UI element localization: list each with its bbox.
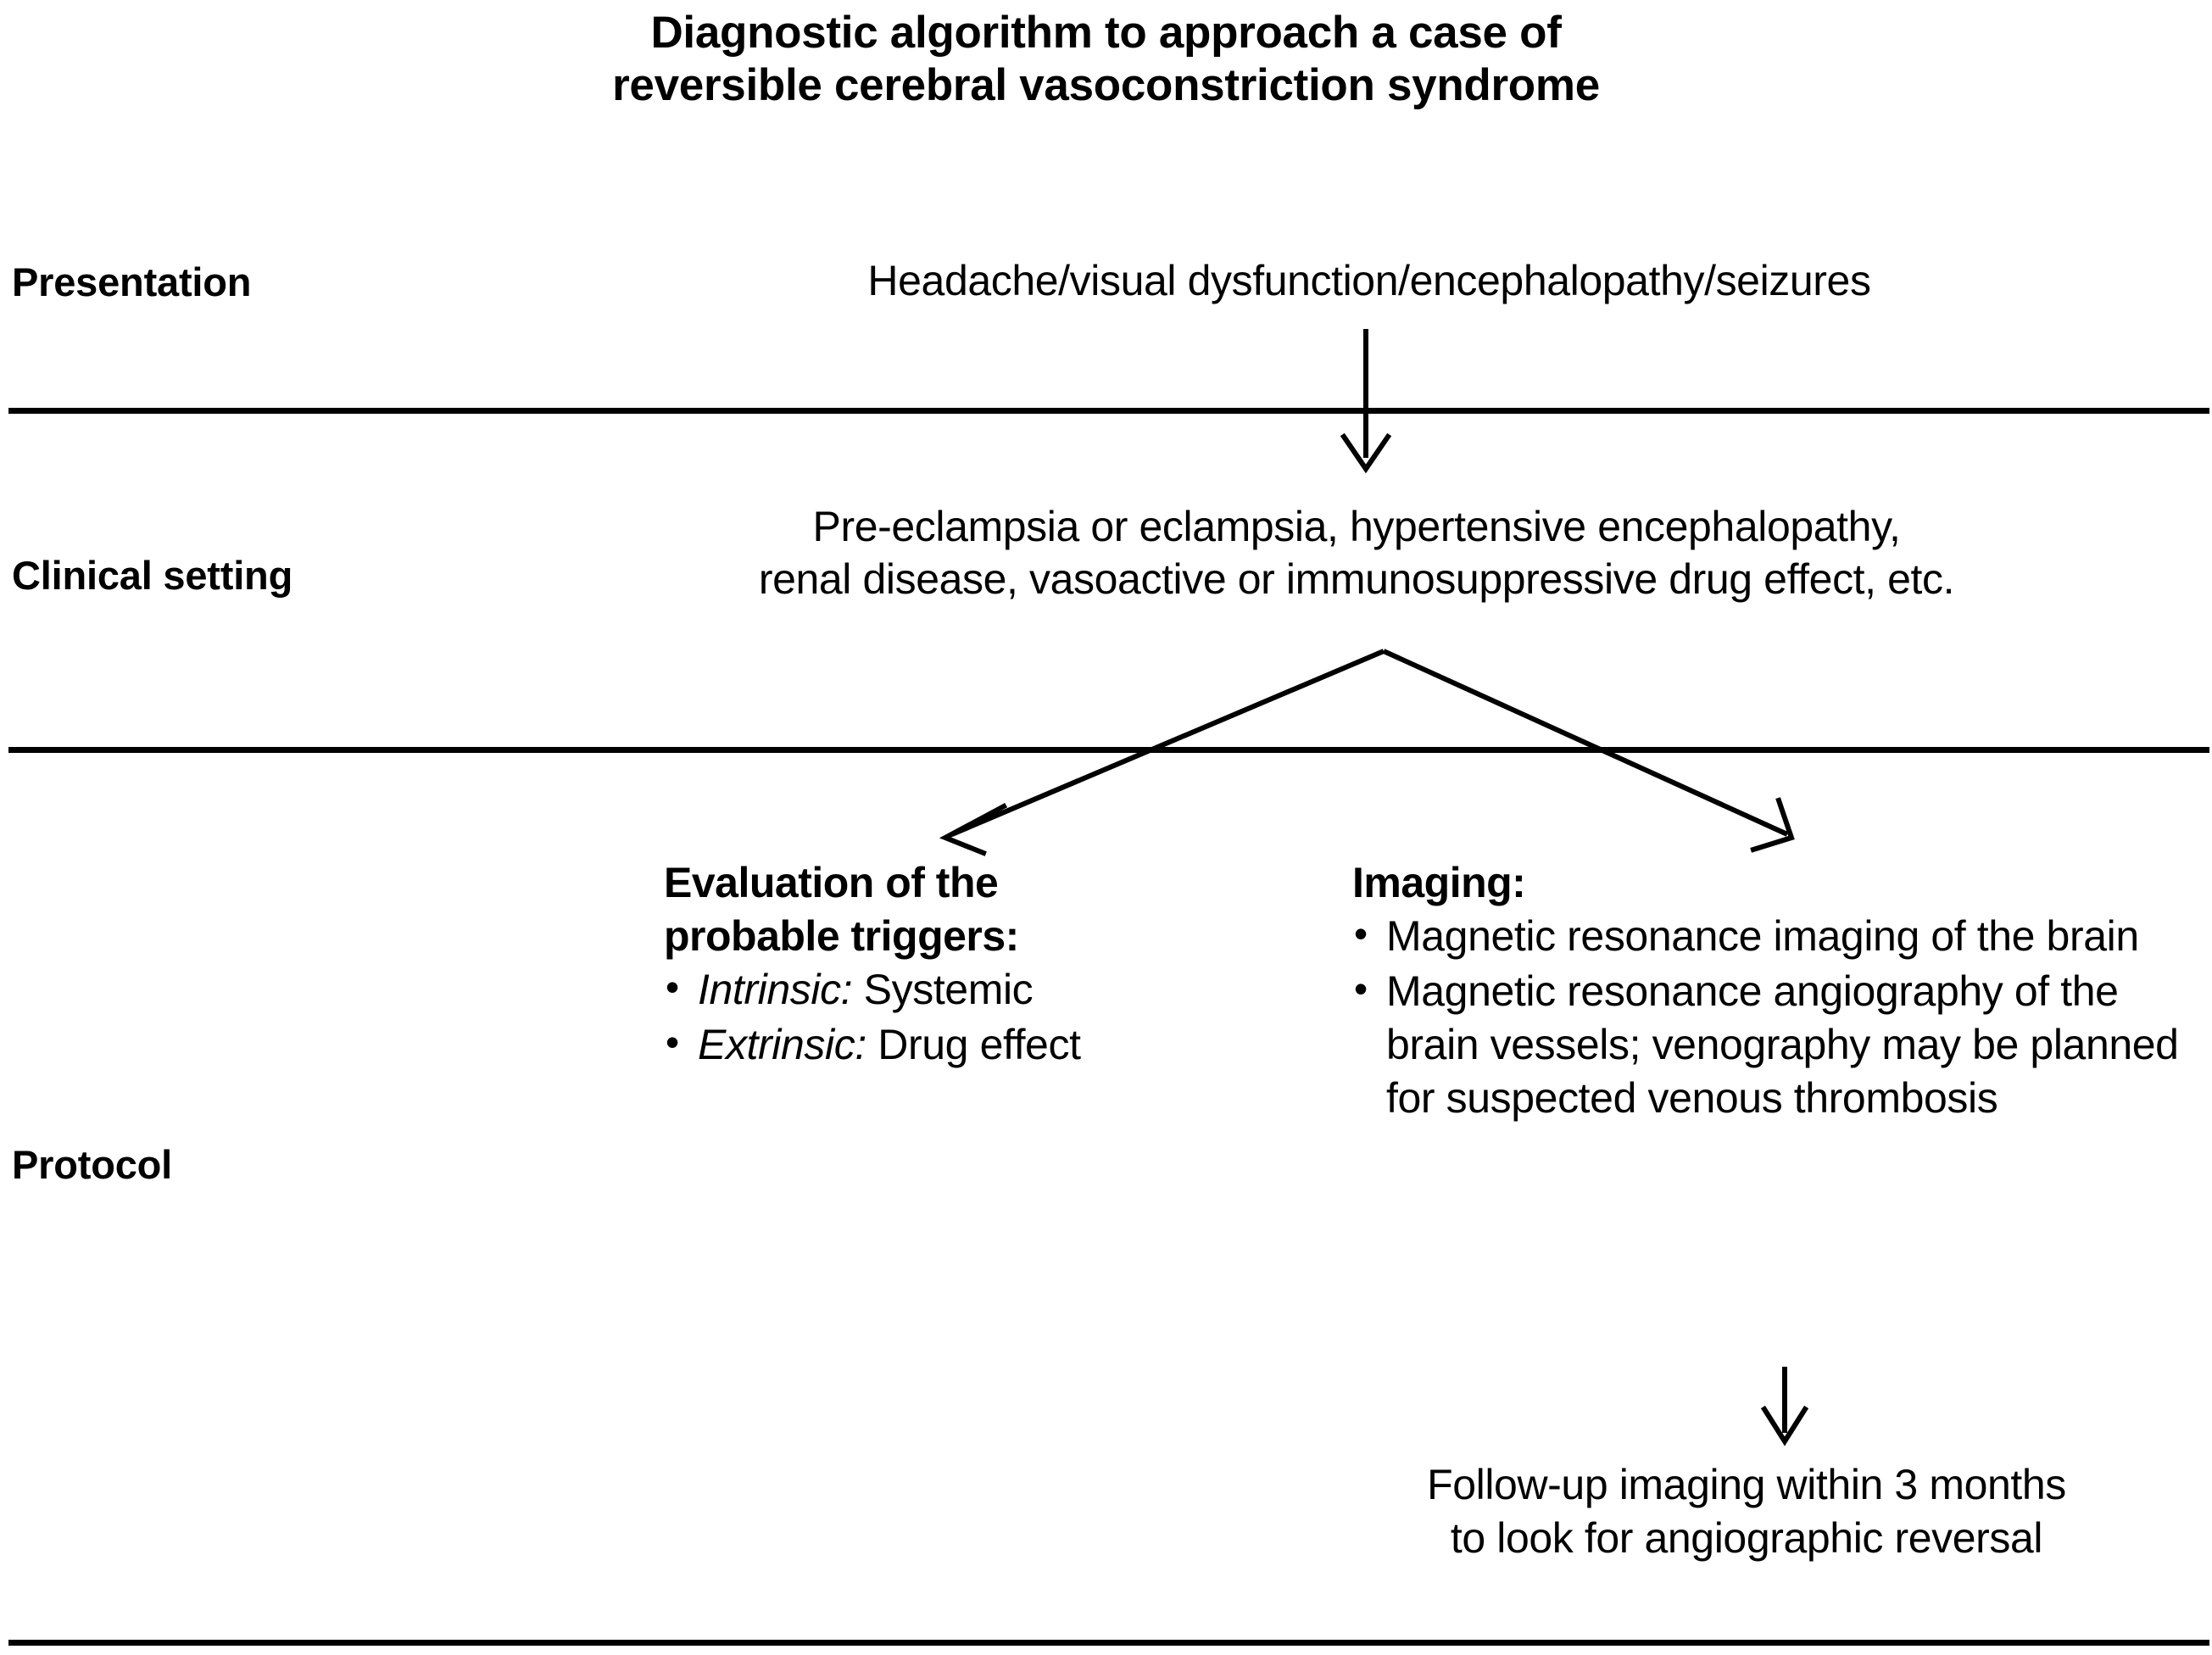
triggers-heading-line-2: probable triggers: [664, 912, 1019, 960]
followup-line-2: to look for angiographic reversal [1450, 1514, 2043, 1562]
triggers-bullet-emphasis: Extrinsic: [698, 1021, 866, 1068]
protocol-imaging-block: Imaging: Magnetic resonance imaging of t… [1352, 856, 2209, 1127]
figure-title: Diagnostic algorithm to approach a case … [0, 7, 2212, 112]
divider-presentation-clinical [8, 408, 2209, 414]
triggers-bullet-list: Intrinsic: Systemic Extrinsic: Drug effe… [664, 963, 1257, 1072]
triggers-heading: Evaluation of the probable triggers: [664, 856, 1257, 963]
imaging-heading: Imaging: [1352, 856, 2209, 910]
followup-imaging-content: Follow-up imaging within 3 months to loo… [1297, 1458, 2196, 1565]
divider-clinical-protocol [8, 747, 2209, 753]
followup-line-1: Follow-up imaging within 3 months [1427, 1461, 2066, 1508]
imaging-heading-line-1: Imaging: [1352, 859, 1526, 906]
triggers-bullet-item: Extrinsic: Drug effect [664, 1018, 1257, 1072]
triggers-bullet-emphasis: Intrinsic: [698, 966, 853, 1013]
divider-bottom [8, 1640, 2209, 1646]
presentation-content: Headache/visual dysfunction/encephalopat… [867, 257, 1871, 304]
protocol-triggers-block: Evaluation of the probable triggers: Int… [664, 856, 1257, 1073]
triggers-bullet-item: Intrinsic: Systemic [664, 963, 1257, 1017]
row-label-protocol: Protocol [12, 1142, 173, 1187]
row-label-presentation: Presentation [12, 259, 252, 304]
clinical-setting-line-1: Pre-eclampsia or eclampsia, hypertensive… [812, 503, 1901, 550]
arrow-imaging-to-followup [1760, 1367, 1809, 1446]
clinical-setting-line-2: renal disease, vasoactive or immunosuppr… [758, 555, 1955, 603]
triggers-bullet-rest: Drug effect [866, 1021, 1081, 1068]
row-label-clinical-setting: Clinical setting [12, 553, 293, 598]
triggers-bullet-rest: Systemic [852, 966, 1034, 1013]
imaging-bullet-item: Magnetic resonance angiography of the br… [1352, 965, 2209, 1125]
figure-title-line-2: reversible cerebral vasoconstriction syn… [612, 60, 1600, 110]
triggers-heading-line-1: Evaluation of the [664, 859, 999, 906]
clinical-setting-content: Pre-eclampsia or eclampsia, hypertensive… [509, 500, 2204, 605]
imaging-bullet-item: Magnetic resonance imaging of the brain [1352, 910, 2209, 963]
imaging-bullet-list: Magnetic resonance imaging of the brain … [1352, 910, 2209, 1125]
arrow-presentation-to-clinical [1340, 329, 1392, 474]
figure-title-line-1: Diagnostic algorithm to approach a case … [650, 8, 1562, 58]
